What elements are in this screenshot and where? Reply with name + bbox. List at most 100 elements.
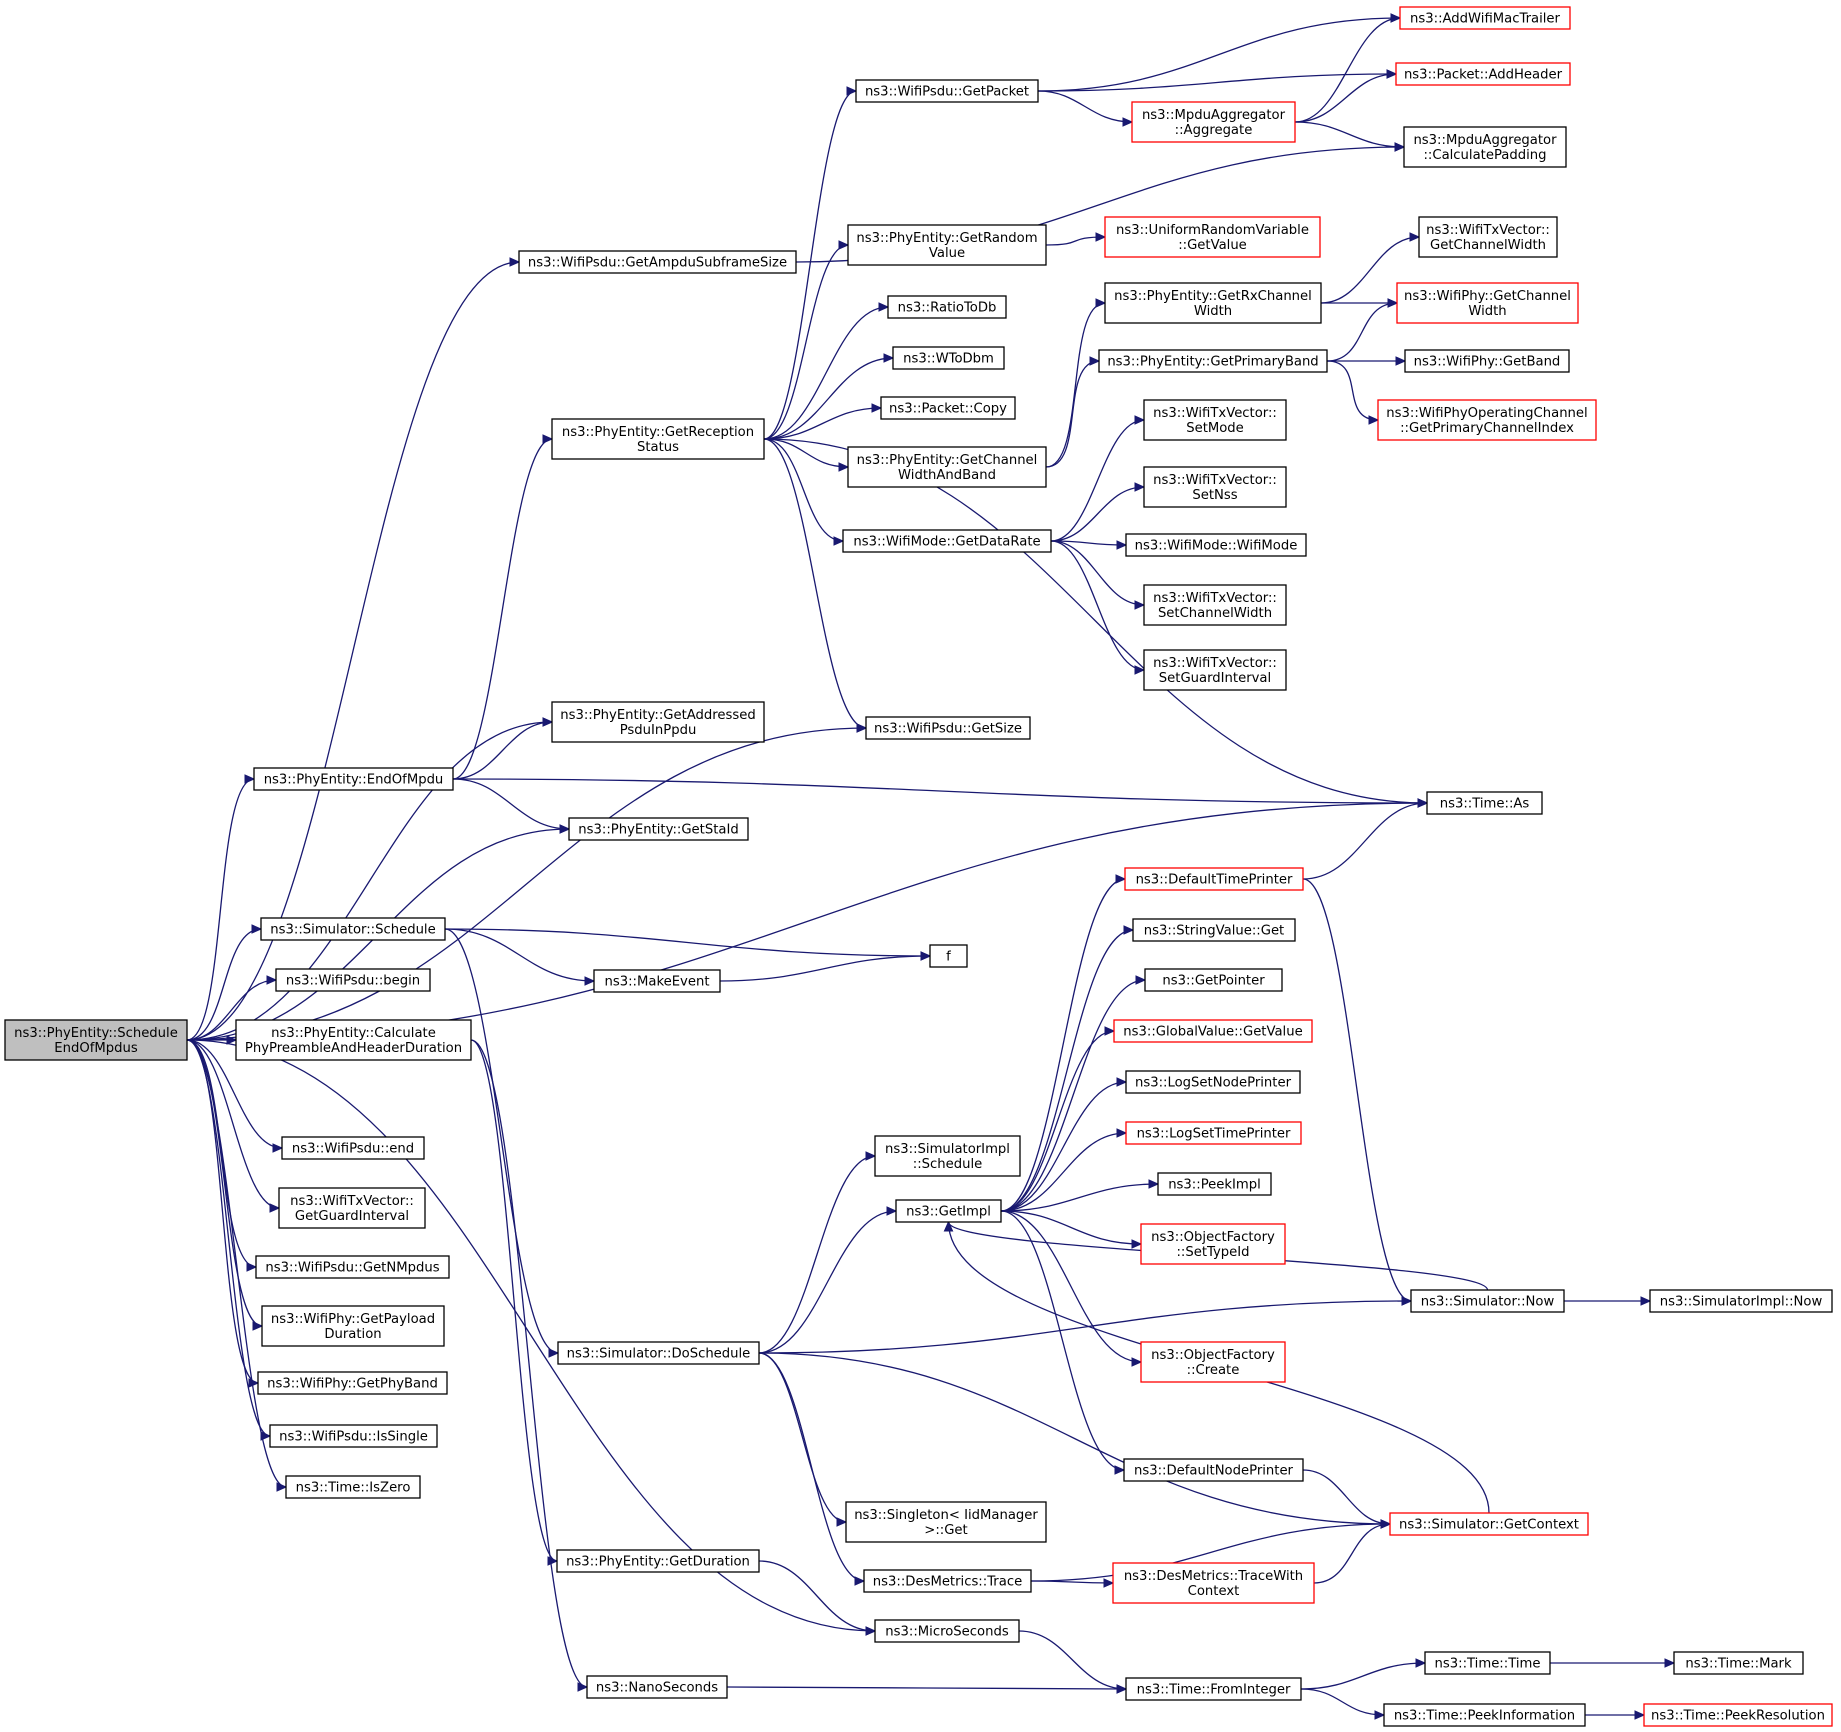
node-get-impl[interactable]: ns3::GetImpl [895, 1199, 1002, 1223]
node-is-zero[interactable]: ns3::Time::IsZero [285, 1475, 421, 1499]
node-obj-factory-set-type-id[interactable]: ns3::ObjectFactory::SetTypeId [1140, 1223, 1286, 1265]
node-w-to-dbm[interactable]: ns3::WToDbm [892, 346, 1005, 370]
call-edge [1000, 1128, 1128, 1212]
node-obj-factory-create[interactable]: ns3::ObjectFactory::Create [1140, 1341, 1286, 1383]
arrow-head [542, 434, 554, 444]
node-from-integer[interactable]: ns3::Time::FromInteger [1125, 1677, 1302, 1701]
node-get-nmpdus[interactable]: ns3::WifiPsdu::GetNMpdus [255, 1255, 450, 1279]
node-default-node-printer[interactable]: ns3::DefaultNodePrinter [1123, 1458, 1304, 1482]
node-box [1143, 649, 1287, 691]
node-ratio-to-db[interactable]: ns3::RatioToDb [887, 295, 1007, 319]
edge-line [1300, 1662, 1426, 1690]
edge-line [1018, 1630, 1127, 1690]
call-edge [719, 951, 932, 982]
node-get-ampdu-subframe-size[interactable]: ns3::WifiPsdu::GetAmpduSubframeSize [518, 250, 797, 274]
node-tx-get-channel-width[interactable]: ns3::WifiTxVector::GetChannelWidth [1418, 216, 1558, 258]
edge-line [1037, 73, 1397, 92]
node-calc-preamble[interactable]: ns3::PhyEntity::CalculatePhyPreambleAndH… [235, 1019, 472, 1061]
node-psdu-end[interactable]: ns3::WifiPsdu::end [281, 1136, 425, 1160]
node-box [1125, 1121, 1302, 1145]
node-psdu-begin[interactable]: ns3::WifiPsdu::begin [275, 968, 431, 992]
node-make-event[interactable]: ns3::MakeEvent [593, 969, 721, 993]
node-wifi-psdu-get-packet[interactable]: ns3::WifiPsdu::GetPacket [855, 79, 1039, 103]
node-get-duration[interactable]: ns3::PhyEntity::GetDuration [556, 1549, 760, 1573]
node-set-nss[interactable]: ns3::WifiTxVector::SetNss [1143, 466, 1287, 508]
node-mpdu-calc-padding[interactable]: ns3::MpduAggregator::CalculatePadding [1403, 126, 1567, 168]
node-f-func[interactable]: f [929, 944, 968, 968]
node-nano-seconds[interactable]: ns3::NanoSeconds [586, 1675, 728, 1699]
node-global-value-get[interactable]: ns3::GlobalValue::GetValue [1113, 1019, 1313, 1043]
node-label: Width [1468, 304, 1506, 319]
arrow-head [833, 536, 845, 546]
node-phy-get-band[interactable]: ns3::WifiPhy::GetBand [1404, 349, 1570, 373]
node-log-set-time-printer[interactable]: ns3::LogSetTimePrinter [1125, 1121, 1302, 1145]
node-log-set-node-printer[interactable]: ns3::LogSetNodePrinter [1125, 1070, 1301, 1094]
node-packet-add-header[interactable]: ns3::Packet::AddHeader [1395, 62, 1571, 86]
node-singleton-get[interactable]: ns3::Singleton< IidManager >::Get [845, 1501, 1047, 1543]
node-box [586, 1675, 728, 1699]
arrow-head [1122, 117, 1134, 127]
node-end-of-mpdu[interactable]: ns3::PhyEntity::EndOfMpdu [253, 767, 454, 791]
node-get-primary-channel-index[interactable]: ns3::WifiPhyOperatingChannel::GetPrimary… [1377, 399, 1597, 441]
node-label: SetNss [1192, 488, 1237, 503]
node-box [1131, 101, 1296, 143]
node-get-sta-id[interactable]: ns3::PhyEntity::GetStaId [568, 817, 749, 841]
node-box [1123, 1458, 1304, 1482]
node-sim-impl-schedule[interactable]: ns3::SimulatorImpl::Schedule [874, 1135, 1021, 1177]
node-peek-resolution[interactable]: ns3::Time::PeekResolution [1643, 1703, 1833, 1727]
node-box [1113, 1019, 1313, 1043]
node-get-primary-band[interactable]: ns3::PhyEntity::GetPrimaryBand [1098, 349, 1328, 373]
node-time-mark[interactable]: ns3::Time::Mark [1673, 1651, 1804, 1675]
node-get-phy-band[interactable]: ns3::WifiPhy::GetPhyBand [257, 1371, 448, 1395]
node-get-guard-interval[interactable]: ns3::WifiTxVector::GetGuardInterval [278, 1187, 426, 1229]
node-psdu-get-size[interactable]: ns3::WifiPsdu::GetSize [865, 716, 1031, 740]
node-label: ns3::Time::IsZero [296, 1481, 411, 1496]
arrow-head [577, 1682, 589, 1692]
node-get-pointer[interactable]: ns3::GetPointer [1144, 968, 1283, 992]
call-edge [1313, 1519, 1392, 1584]
node-peek-impl[interactable]: ns3::PeekImpl [1157, 1172, 1272, 1196]
node-packet-copy[interactable]: ns3::Packet::Copy [880, 396, 1016, 420]
node-get-data-rate[interactable]: ns3::WifiMode::GetDataRate [842, 529, 1052, 553]
arrow-head [920, 951, 932, 961]
node-time-time[interactable]: ns3::Time::Time [1424, 1651, 1551, 1675]
node-time-as[interactable]: ns3::Time::As [1426, 791, 1543, 815]
node-is-single[interactable]: ns3::WifiPsdu::IsSingle [269, 1424, 438, 1448]
node-set-channel-width[interactable]: ns3::WifiTxVector::SetChannelWidth [1143, 584, 1287, 626]
node-label: ns3::MpduAggregator [1413, 133, 1557, 148]
node-sim-now[interactable]: ns3::Simulator::Now [1410, 1289, 1565, 1313]
node-box [1643, 1703, 1833, 1727]
call-edge [1000, 874, 1127, 1212]
node-sim-schedule[interactable]: ns3::Simulator::Schedule [260, 917, 446, 941]
node-uniform-get-value[interactable]: ns3::UniformRandomVariable::GetValue [1104, 216, 1321, 258]
arrow-head [1409, 232, 1421, 242]
node-label: ns3::WifiMode::GetDataRate [853, 535, 1040, 550]
node-box [551, 418, 765, 460]
arrow-head [1368, 415, 1380, 425]
node-peek-information[interactable]: ns3::Time::PeekInformation [1383, 1703, 1586, 1727]
node-set-mode[interactable]: ns3::WifiTxVector::SetMode [1143, 399, 1287, 441]
edge-line [1302, 878, 1412, 1302]
call-edge [1000, 1210, 1126, 1475]
node-mpdu-aggregate[interactable]: ns3::MpduAggregator::Aggregate [1131, 101, 1296, 143]
node-micro-seconds[interactable]: ns3::MicroSeconds [874, 1619, 1020, 1643]
node-des-metrics-trace[interactable]: ns3::DesMetrics::Trace [863, 1569, 1032, 1593]
node-add-wifi-mac-trailer[interactable]: ns3::AddWifiMacTrailer [1399, 6, 1571, 30]
node-do-schedule[interactable]: ns3::Simulator::DoSchedule [557, 1341, 760, 1365]
node-wifi-mode-ctor[interactable]: ns3::WifiMode::WifiMode [1125, 533, 1307, 557]
node-default-time-printer[interactable]: ns3::DefaultTimePrinter [1124, 867, 1304, 891]
node-phy-get-channel-width[interactable]: ns3::WifiPhy::GetChannelWidth [1396, 282, 1579, 324]
node-set-guard-interval[interactable]: ns3::WifiTxVector::SetGuardInterval [1143, 649, 1287, 691]
node-sim-get-context[interactable]: ns3::Simulator::GetContext [1389, 1512, 1589, 1536]
node-string-value-get[interactable]: ns3::StringValue::Get [1132, 918, 1296, 942]
node-sim-impl-now[interactable]: ns3::SimulatorImpl::Now [1649, 1289, 1833, 1313]
arrow-head [542, 717, 554, 727]
